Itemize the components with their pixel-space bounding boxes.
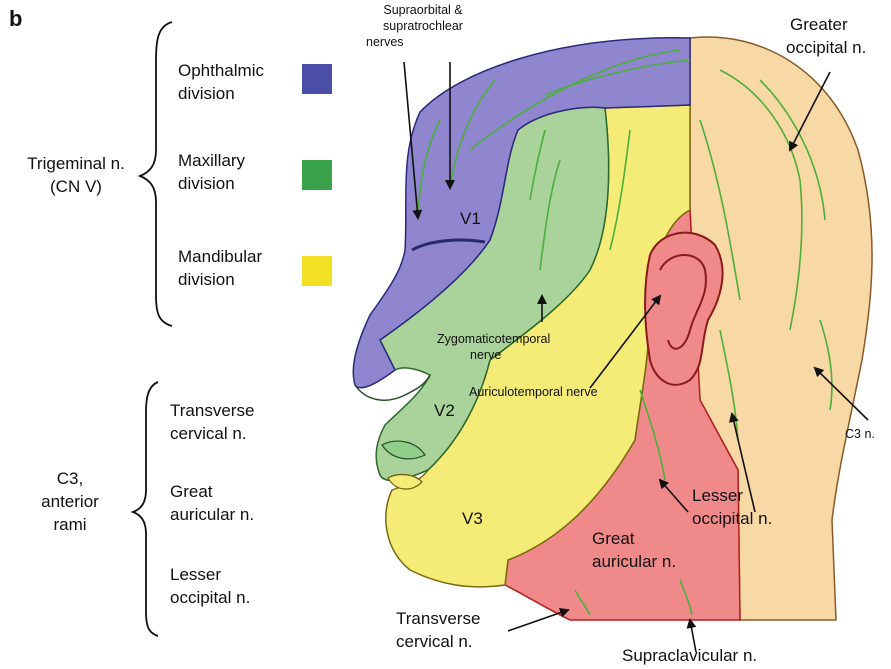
label-lesser-occipital-line2: occipital n. bbox=[692, 508, 772, 530]
label-zygomaticotemporal-line1: Zygomaticotemporal bbox=[437, 331, 550, 347]
legend-group1-title-line2: (CN V) bbox=[6, 176, 146, 198]
legend-transverse-line1: Transverse bbox=[170, 400, 254, 422]
legend-group2-title-line3: rami bbox=[20, 514, 120, 536]
legend-ophthalmic-line1: Ophthalmic bbox=[178, 60, 264, 82]
label-transverse-cervical-line2: cervical n. bbox=[396, 631, 473, 653]
label-c3: C3 n. bbox=[845, 426, 875, 442]
legend-maxillary-swatch bbox=[302, 160, 332, 190]
label-v3: V3 bbox=[462, 508, 483, 530]
legend-group2-title-line2: anterior bbox=[20, 491, 120, 513]
legend-lesser-occipital-line1: Lesser bbox=[170, 564, 221, 586]
label-great-auricular-line1: Great bbox=[592, 528, 635, 550]
label-auriculotemporal: Auriculotemporal nerve bbox=[469, 384, 598, 400]
label-supraorbital-line1: Supraorbital & bbox=[358, 2, 488, 18]
label-greater-occipital-line1: Greater bbox=[790, 14, 848, 36]
label-supraclavicular: Supraclavicular n. bbox=[622, 645, 757, 667]
label-supraorbital-line2: supratrochlear bbox=[358, 18, 488, 34]
legend-mandibular-swatch bbox=[302, 256, 332, 286]
legend-transverse-line2: cervical n. bbox=[170, 423, 247, 445]
legend-ophthalmic-line2: division bbox=[178, 83, 235, 105]
legend-ophthalmic-swatch bbox=[302, 64, 332, 94]
label-greater-occipital-line2: occipital n. bbox=[786, 37, 866, 59]
legend-great-auricular-line2: auricular n. bbox=[170, 504, 254, 526]
legend-great-auricular-line1: Great bbox=[170, 481, 213, 503]
legend-lesser-occipital-line2: occipital n. bbox=[170, 587, 250, 609]
legend-maxillary-line1: Maxillary bbox=[178, 150, 245, 172]
legend-mandibular-line1: Mandibular bbox=[178, 246, 262, 268]
panel-letter: b bbox=[9, 8, 22, 30]
label-lesser-occipital-line1: Lesser bbox=[692, 485, 743, 507]
brace-c3 bbox=[133, 382, 158, 636]
legend-group1-title-line1: Trigeminal n. bbox=[6, 153, 146, 175]
legend-group2-title-line1: C3, bbox=[20, 468, 120, 490]
label-v1: V1 bbox=[460, 208, 481, 230]
label-zygomaticotemporal-line2: nerve bbox=[470, 347, 501, 363]
label-transverse-cervical-line1: Transverse bbox=[396, 608, 480, 630]
label-great-auricular-line2: auricular n. bbox=[592, 551, 676, 573]
legend-maxillary-line2: division bbox=[178, 173, 235, 195]
label-supraorbital-line3: nerves bbox=[366, 34, 404, 50]
label-v2: V2 bbox=[434, 400, 455, 422]
legend-mandibular-line2: division bbox=[178, 269, 235, 291]
